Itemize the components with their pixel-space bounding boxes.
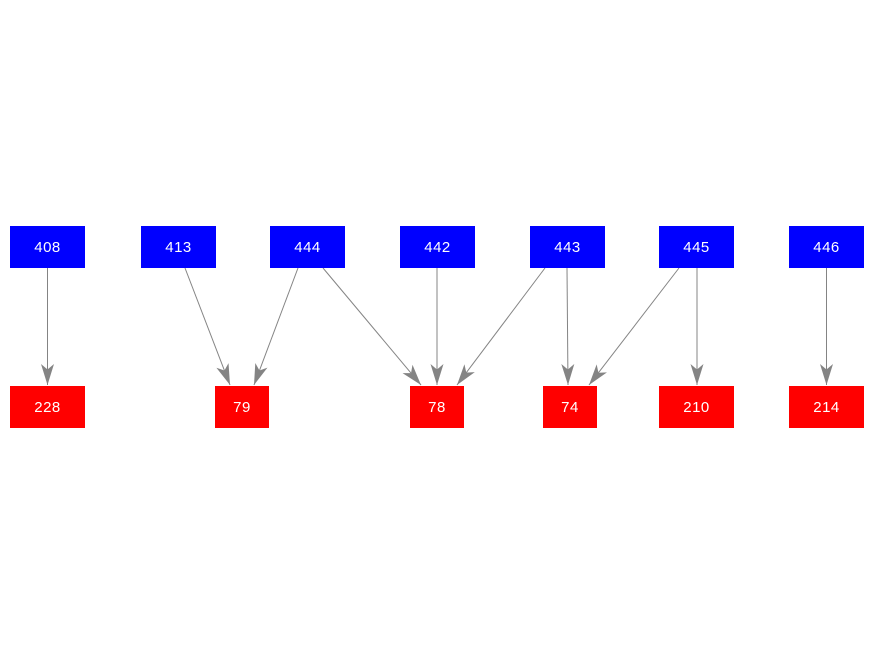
edge-444-79 <box>253 267 299 386</box>
node-label: 408 <box>34 238 61 256</box>
edge-444-78 <box>322 267 422 386</box>
node-210: 210 <box>659 386 734 428</box>
edge-group <box>41 267 833 386</box>
node-78: 78 <box>410 386 464 428</box>
node-label: 442 <box>424 238 451 256</box>
node-442: 442 <box>400 226 475 268</box>
node-444: 444 <box>270 226 345 268</box>
node-label: 444 <box>294 238 321 256</box>
node-label: 78 <box>428 398 446 416</box>
node-74: 74 <box>543 386 597 428</box>
node-445: 445 <box>659 226 734 268</box>
node-label: 79 <box>233 398 251 416</box>
node-214: 214 <box>789 386 864 428</box>
node-label: 446 <box>813 238 840 256</box>
node-408: 408 <box>10 226 85 268</box>
node-413: 413 <box>141 226 216 268</box>
node-label: 214 <box>813 398 840 416</box>
node-label: 445 <box>683 238 710 256</box>
edge-443-74 <box>561 267 575 386</box>
node-label: 210 <box>683 398 710 416</box>
node-label: 228 <box>34 398 61 416</box>
node-79: 79 <box>215 386 269 428</box>
node-443: 443 <box>530 226 605 268</box>
node-228: 228 <box>10 386 85 428</box>
node-label: 74 <box>561 398 579 416</box>
node-label: 413 <box>165 238 192 256</box>
node-label: 443 <box>554 238 581 256</box>
node-446: 446 <box>789 226 864 268</box>
edge-443-78 <box>456 267 546 386</box>
edge-413-79 <box>184 267 231 386</box>
edge-445-74 <box>588 267 680 386</box>
